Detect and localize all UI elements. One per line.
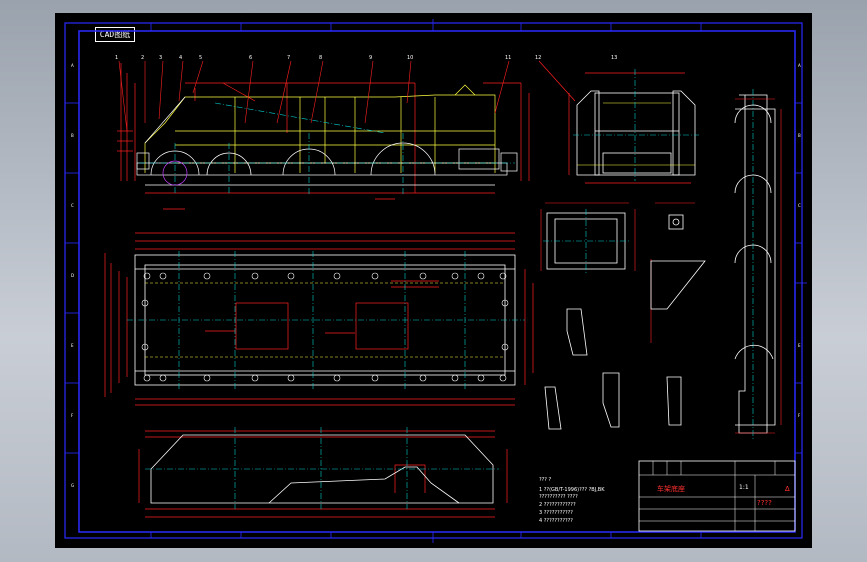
callout-10: 10	[407, 55, 413, 61]
border-numbers: A B C D E F G A B C E F	[71, 63, 801, 488]
plan-view	[104, 232, 534, 406]
callout-8: 8	[319, 55, 322, 61]
view-tab-label[interactable]: CAD图纸	[95, 27, 135, 42]
callout-9: 9	[369, 55, 372, 61]
drawing-viewport[interactable]: CAD图纸 A B C D E F G A B C E F	[55, 13, 812, 548]
callout-7: 7	[287, 55, 290, 61]
svg-text:F: F	[798, 413, 801, 418]
svg-text:B: B	[798, 133, 801, 138]
note-line-5: 4 ???????????	[539, 518, 573, 524]
svg-text:D: D	[71, 273, 74, 278]
technical-notes: ??? ? 1 ??(GB/T-1996)??? ?BJ,BK ????????…	[539, 477, 605, 524]
svg-text:C: C	[798, 203, 801, 208]
notes-heading: ??? ?	[539, 477, 552, 483]
front-view: 1 2 3 4 5 6 7 8 9 10 11 12 13	[115, 55, 617, 210]
callout-1: 1	[115, 55, 118, 61]
callout-12: 12	[535, 55, 541, 61]
side-view	[538, 60, 699, 184]
title-block-title: 车架底座	[657, 484, 685, 493]
bottom-profile-view	[138, 427, 508, 518]
svg-text:A: A	[71, 63, 74, 68]
inner-frame	[78, 30, 796, 533]
callout-6: 6	[249, 55, 252, 61]
bolt-holes	[141, 272, 509, 382]
svg-text:A: A	[798, 63, 801, 68]
note-line-3: 2 ????????????	[539, 502, 576, 508]
outer-frame	[64, 22, 803, 539]
callout-3: 3	[159, 55, 162, 61]
svg-text:B: B	[71, 133, 74, 138]
callout-2: 2	[141, 55, 144, 61]
svg-text:E: E	[798, 343, 801, 348]
callout-13: 13	[611, 55, 617, 61]
title-block-sheet: ????	[757, 499, 772, 507]
svg-text:G: G	[71, 483, 74, 488]
note-line-2: ?????????? ????	[539, 494, 578, 500]
cad-drawing: A B C D E F G A B C E F	[64, 19, 807, 543]
svg-text:E: E	[71, 343, 74, 348]
title-block-code: ∆	[784, 485, 790, 493]
callout-4: 4	[179, 55, 182, 61]
title-block-scale: 1:1	[739, 484, 749, 491]
callout-5: 5	[199, 55, 202, 61]
svg-text:C: C	[71, 203, 74, 208]
detail-parts	[540, 89, 782, 441]
callout-11: 11	[505, 55, 511, 61]
svg-text:F: F	[71, 413, 74, 418]
title-block: 车架底座 1:1 ???? ∆	[638, 460, 796, 532]
note-line-1: 1 ??(GB/T-1996)??? ?BJ,BK	[539, 487, 605, 493]
zone-ticks	[65, 19, 807, 543]
note-line-4: 3 ???????????	[539, 510, 573, 516]
